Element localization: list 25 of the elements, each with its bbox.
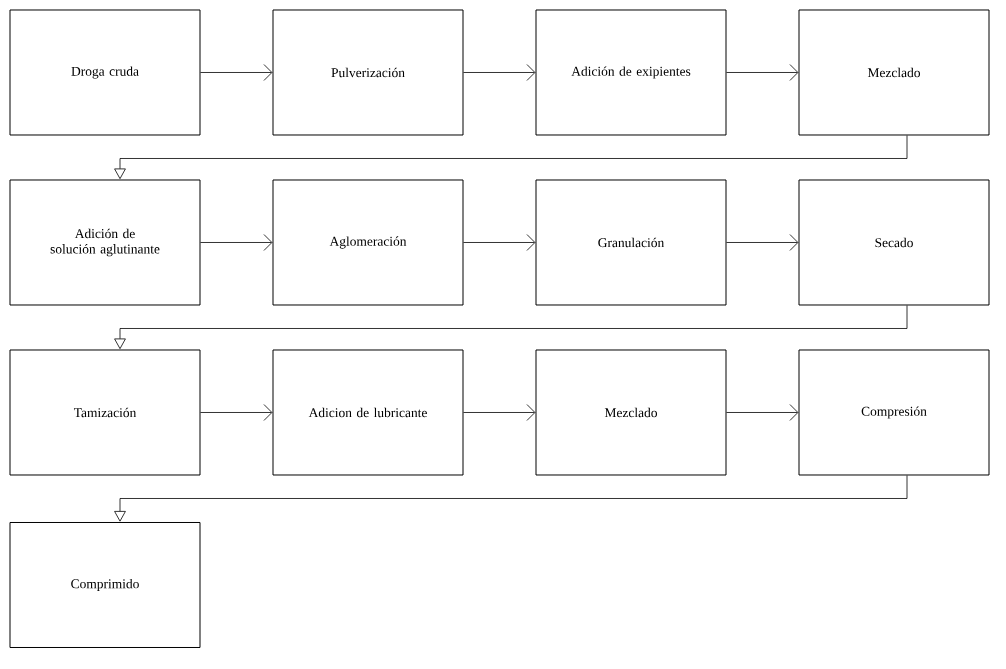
process-box: Granulación [535,179,727,306]
arrow [200,404,273,421]
arrow [200,234,273,251]
process-box: Aglomeración [272,179,464,306]
arrow [726,404,799,421]
arrow [463,64,536,81]
arrow [463,234,536,251]
arrow [463,404,536,421]
process-box: Adición de solución aglutinante [9,179,201,306]
process-box: Adición de exipientes [535,9,727,136]
arrow [200,64,273,81]
process-box: Droga cruda [9,9,201,136]
process-box: Adicion de lubricante [272,349,464,476]
arrow [726,64,799,81]
arrow [114,305,908,350]
process-box: Secado [798,179,990,306]
process-box: Comprimido [9,522,201,648]
arrow [114,475,908,522]
process-box: Pulverización [272,9,464,136]
process-box: Mezclado [535,349,727,476]
arrow [114,135,908,180]
process-box: Tamización [9,349,201,476]
process-box: Mezclado [798,9,990,136]
process-box: Compresión [798,349,990,476]
arrow [726,234,799,251]
